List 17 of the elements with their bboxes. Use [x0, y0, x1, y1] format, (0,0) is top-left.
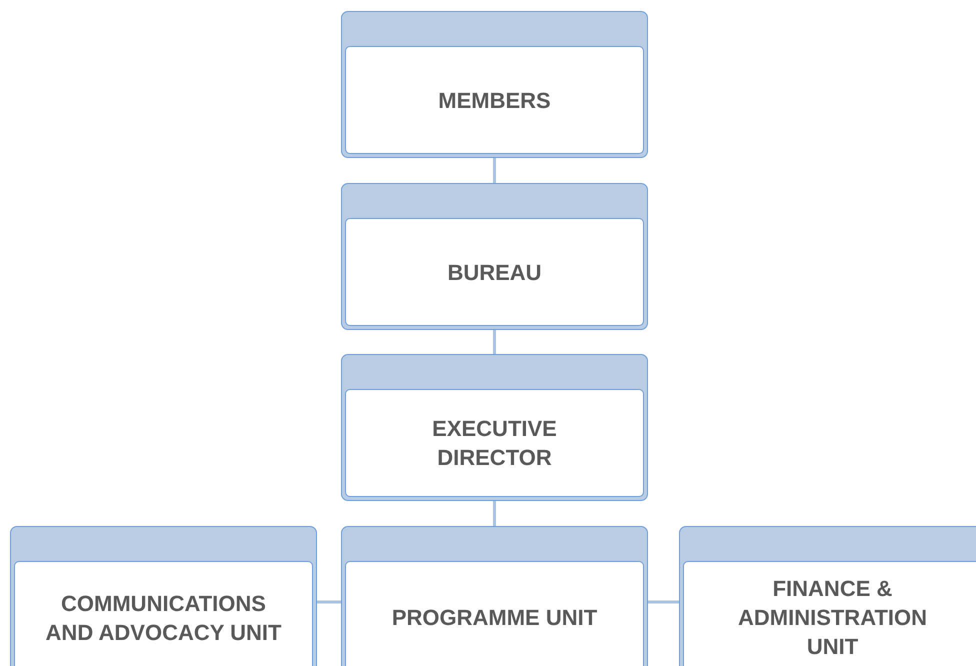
unit-name: FINANCE & ADMINISTRATION UNIT [736, 575, 928, 661]
connector-line [493, 501, 496, 526]
connector-line [648, 600, 679, 604]
org-unit-box [341, 183, 648, 330]
unit-name: PROGRAMME UNIT [392, 604, 598, 632]
unit-name: COMMUNICATIONS AND ADVOCACY UNIT [45, 590, 282, 646]
org-unit-box [341, 11, 648, 158]
unit-name: EXECUTIVE DIRECTOR [431, 415, 558, 472]
org-unit-box [10, 526, 317, 666]
org-unit-box [341, 526, 648, 666]
connector-line [493, 330, 496, 354]
unit-name: BUREAU [447, 258, 542, 286]
org-unit-box [341, 354, 648, 501]
connector-line [317, 600, 341, 604]
unit-name: MEMBERS [438, 86, 551, 114]
org-unit-box [679, 526, 976, 666]
connector-line [493, 158, 496, 183]
